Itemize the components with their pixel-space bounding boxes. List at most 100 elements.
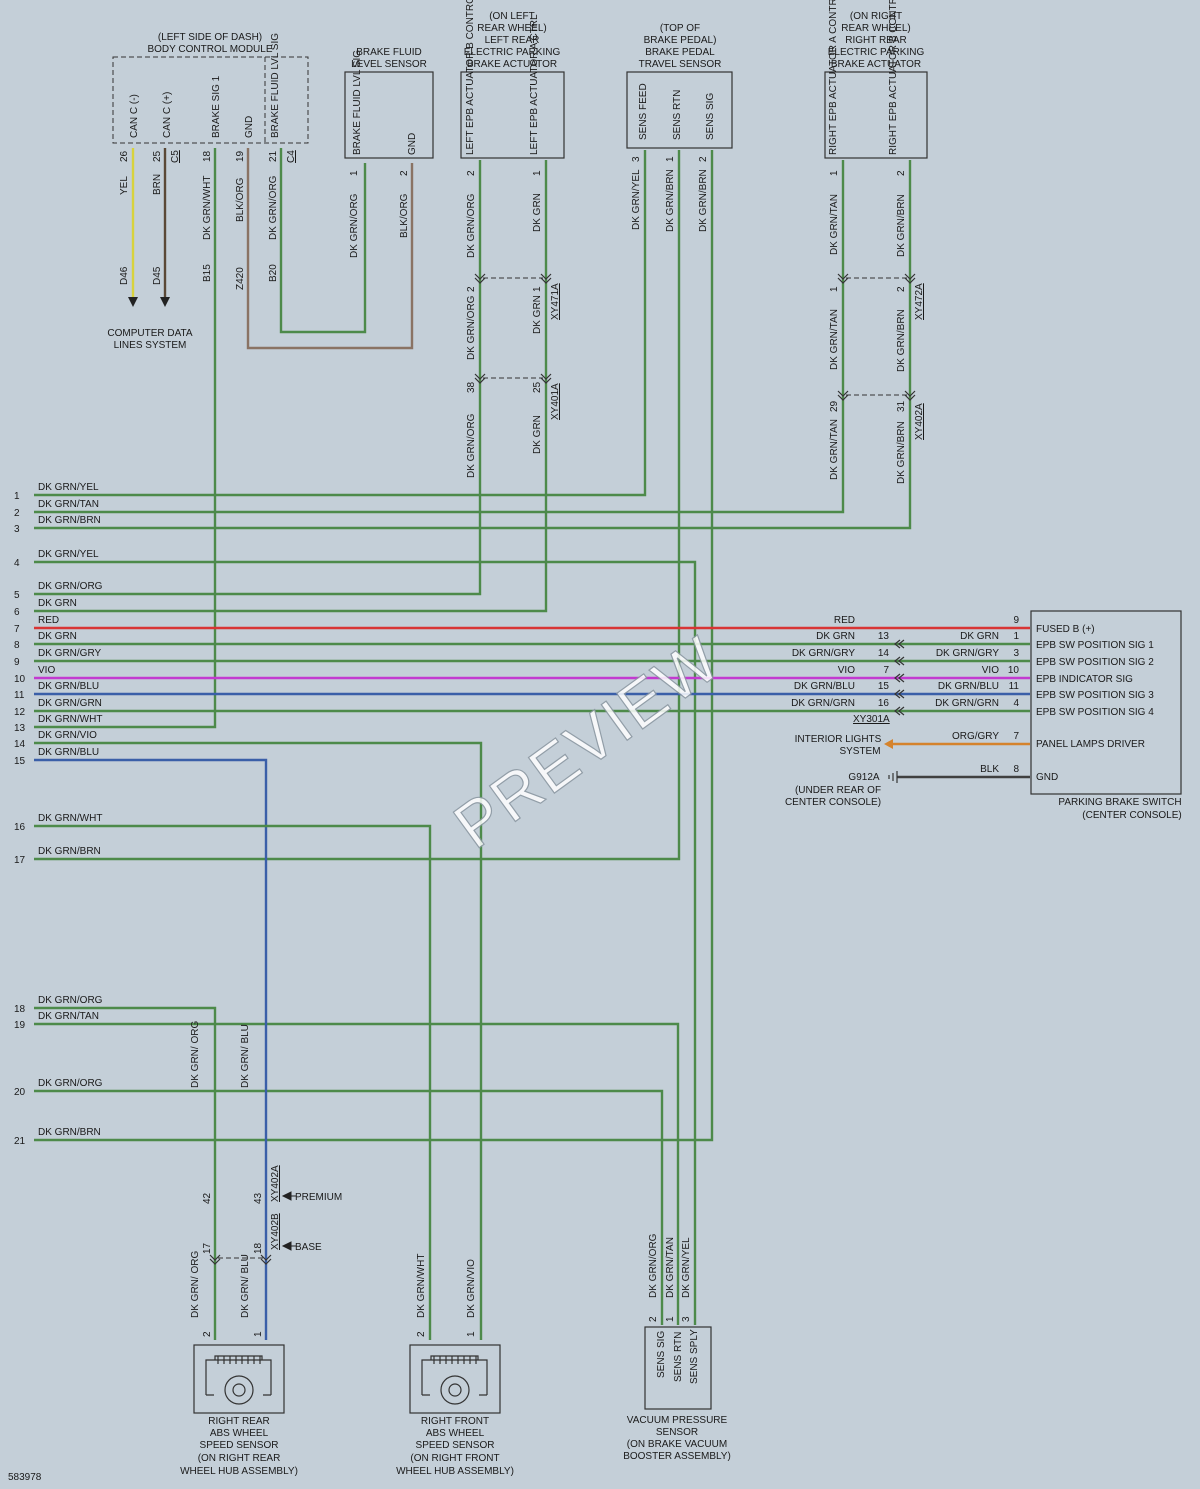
connector-label: XY471A	[550, 283, 561, 320]
row-label-6: DK GRN	[38, 598, 77, 609]
rr-abs-title-2: ABS WHEEL	[210, 1428, 269, 1439]
arrow-interior-lights	[884, 739, 893, 749]
row-number-19: 19	[14, 1020, 26, 1031]
switch-pin-5: EPB SW POSITION SIG 3	[1036, 690, 1154, 701]
switch-wire-left-label: DK GRN/GRN	[791, 698, 855, 709]
row-number-4: 4	[14, 558, 20, 569]
rotated-wire-labels: 26 YEL D46 25 C5 BRN D45 18 DK GRN/WHT B…	[119, 150, 925, 1337]
switch-wire-right-pin: 9	[1013, 615, 1019, 626]
wire-label: DK GRN/ ORG	[190, 1021, 201, 1088]
pin-label: 42	[202, 1192, 213, 1204]
pin-label: 17	[202, 1242, 213, 1254]
bcm-pin-brake-sig: BRAKE SIG 1	[211, 75, 222, 138]
rf-abs-title-5: WHEEL HUB ASSEMBLY)	[396, 1466, 514, 1477]
lepb-pin-b: LEFT EPB ACTUATOR B CONTROL	[465, 0, 476, 155]
rf-abs-title-4: (ON RIGHT FRONT	[410, 1453, 499, 1464]
rf-abs-title-2: ABS WHEEL	[426, 1428, 485, 1439]
wire-label: DK GRN/TAN	[665, 1237, 676, 1298]
circuit-label: B20	[268, 264, 279, 282]
vacuum-title-2: SENSOR	[656, 1427, 698, 1438]
lepb-pin-a: LEFT EPB ACTUATOR A CTRL	[529, 14, 540, 155]
pedal-pin-sig: SENS SIG	[705, 93, 716, 140]
fluid-sensor-box	[344, 71, 434, 159]
row-number-15: 15	[14, 756, 26, 767]
wire-label: DK GRN/ BLU	[240, 1024, 251, 1088]
repb-title-5: BRAKE ACTUATOR	[831, 59, 921, 70]
switch-wire-right-label: DK GRN/GRN	[935, 698, 999, 709]
lepb-title-3: LEFT REAR	[485, 35, 540, 46]
rf-abs-sensor-symbol	[409, 1344, 501, 1414]
switch-wire-right-label: ORG/GRY	[952, 731, 999, 742]
switch-wire-right-label: DK GRN/BLU	[938, 681, 999, 692]
wire-pedal-sig	[34, 150, 714, 1142]
wire-label: BLK/ORG	[399, 193, 410, 238]
switch-wire-left-pin: 13	[878, 631, 890, 642]
fluid-title-1: BRAKE FLUID	[356, 47, 422, 58]
pedal-title-2: BRAKE PEDAL)	[644, 35, 717, 46]
bcm-pin-fluid: BRAKE FLUID LVL SIG	[270, 33, 281, 138]
row-number-17: 17	[14, 855, 26, 866]
repb-pin-b: RIGHT EPB ACTUATOR B CONTROL	[888, 0, 899, 155]
watermark: PREVIEW	[441, 622, 733, 862]
vacuum-title-3: (ON BRAKE VACUUM	[627, 1439, 727, 1450]
switch-pin-6: EPB SW POSITION SIG 4	[1036, 707, 1154, 718]
rr-abs-sensor-symbol	[193, 1344, 285, 1414]
wire-vac-rtn	[34, 1022, 680, 1325]
pin-label: 2	[896, 286, 907, 292]
row-number-13: 13	[14, 723, 26, 734]
vac-pin-sply: SENS SPLY	[689, 1329, 700, 1384]
wire-label: DK GRN/WHT	[416, 1254, 427, 1318]
row-number-16: 16	[14, 822, 26, 833]
switch-pin-7: PANEL LAMPS DRIVER	[1036, 739, 1145, 750]
arrow-can-plus	[160, 297, 170, 307]
connector-label: XY472A	[914, 283, 925, 320]
ground-desc-2: CENTER CONSOLE)	[785, 797, 881, 808]
pedal-sensor-box	[626, 71, 733, 149]
component-titles: (LEFT SIDE OF DASH) BODY CONTROL MODULE …	[107, 11, 1181, 1477]
connector-label: XY402A	[914, 403, 925, 440]
pin-label: 21	[268, 150, 279, 162]
row-number-8: 8	[14, 640, 20, 651]
bcm-pin-can-plus: CAN C (+)	[162, 92, 173, 138]
rr-abs-title-1: RIGHT REAR	[208, 1416, 270, 1427]
switch-wire-left-pin: 16	[878, 698, 890, 709]
pin-label: 2	[466, 286, 477, 292]
wire-label: DK GRN/TAN	[829, 419, 840, 480]
wire-bcm-brake-sig	[34, 148, 217, 729]
wire-label: DK GRN/YEL	[631, 169, 642, 230]
switch-wire-left-label: DK GRN/BLU	[794, 681, 855, 692]
wire-label: DK GRN/BRN	[896, 421, 907, 484]
bcm-pin-gnd: GND	[244, 116, 255, 138]
pin-label: 2	[648, 1316, 659, 1322]
switch-pin-4: EPB INDICATOR SIG	[1036, 674, 1133, 685]
vac-pin-sig: SENS SIG	[656, 1331, 667, 1378]
wire-lepb-b	[34, 160, 482, 596]
row-number-21: 21	[14, 1136, 26, 1147]
rotated-pin-names: CAN C (-) CAN C (+) BRAKE SIG 1 GND BRAK…	[129, 0, 899, 1384]
left-epb-box	[460, 71, 565, 159]
switch-wire-right-pin: 7	[1013, 731, 1019, 742]
switch-wire-left-pin: 15	[878, 681, 890, 692]
connector-chevrons	[209, 273, 916, 1265]
row-label-5: DK GRN/ORG	[38, 581, 103, 592]
pin-label: 1	[532, 170, 543, 176]
switch-wire-right-pin: 4	[1013, 698, 1019, 709]
row-number-1: 1	[14, 491, 20, 502]
connector-label: C4	[286, 150, 297, 163]
switch-wire-right-pin: 10	[1008, 665, 1020, 676]
switch-pin-8: GND	[1036, 772, 1058, 783]
switch-box	[1030, 610, 1182, 795]
wire-label: DK GRN/YEL	[681, 1237, 692, 1298]
switch-wire-right-label: VIO	[982, 665, 999, 676]
wire-rf-abs-b	[34, 741, 483, 1340]
wire-lepb-a	[34, 160, 548, 613]
right-epb-box	[824, 71, 928, 159]
wire-rr-abs-a	[34, 1006, 217, 1340]
splice-dashes	[218, 277, 907, 1259]
row-number-3: 3	[14, 524, 20, 535]
computer-data-2: LINES SYSTEM	[114, 340, 187, 351]
row-label-16: DK GRN/WHT	[38, 813, 102, 824]
interior-lights-1: INTERIOR LIGHTS	[795, 734, 882, 745]
switch-wire-left-label: VIO	[838, 665, 855, 676]
